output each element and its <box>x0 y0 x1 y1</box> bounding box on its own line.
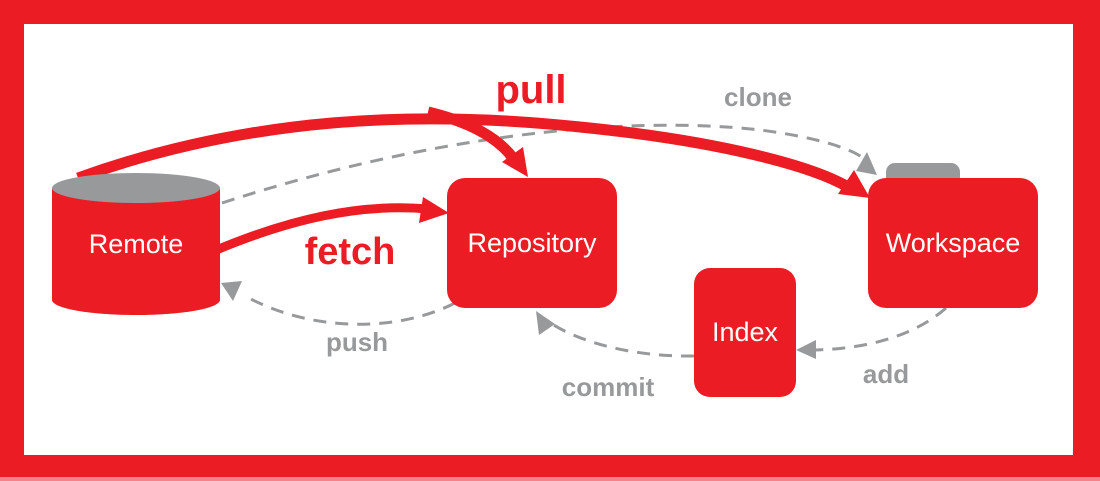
node-index: Index <box>694 268 796 397</box>
node-repository-label: Repository <box>467 227 597 258</box>
edge-label-pull: pull <box>495 68 567 112</box>
edge-label-clone: clone <box>724 82 792 112</box>
edge-label-commit: commit <box>561 372 655 402</box>
node-index-label: Index <box>711 317 779 347</box>
node-repository: Repository <box>447 178 617 308</box>
edge-label-fetch: fetch <box>304 231 396 273</box>
node-remote-label: Remote <box>88 228 184 259</box>
node-workspace: Workspace <box>868 178 1038 308</box>
frame-bottom-edge <box>0 477 1100 481</box>
edge-label-add: add <box>862 359 910 389</box>
node-workspace-label: Workspace <box>885 227 1021 258</box>
node-remote: Remote <box>52 188 220 300</box>
edge-label-push: push <box>325 327 389 357</box>
